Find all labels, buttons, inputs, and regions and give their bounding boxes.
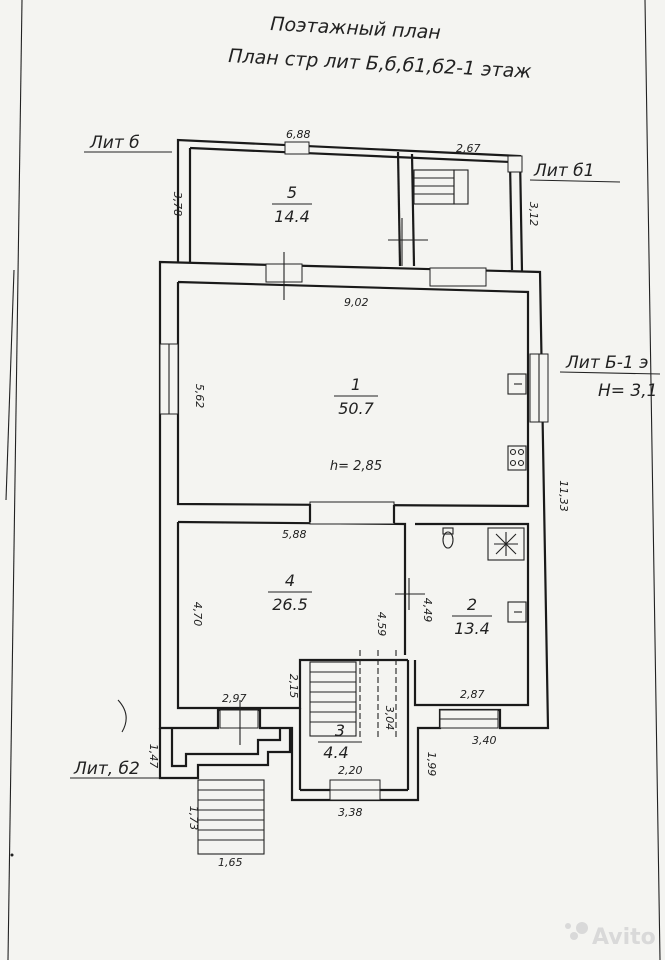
room-2-number: 2 [467,595,477,614]
label-lit-b2: Лит, б2 [73,759,140,779]
label-height: Н= 3,1 [598,381,657,401]
room-1-height: h= 2,85 [330,459,382,474]
dim-902: 9,02 [344,296,369,309]
plan-title-line1: Поэтажный план [270,13,442,44]
dim-297: 2,97 [222,692,247,705]
dim-588: 5,88 [282,528,307,541]
dim-147: 1,47 [147,744,160,769]
dim-267: 2,67 [456,142,481,155]
paper-dot [10,853,14,857]
leader-lit-B1 [559,371,661,375]
room-4-number: 4 [285,571,295,590]
room-3-area: 4.4 [323,743,348,762]
avito-watermark: Avito [565,922,656,950]
room-1-area: 50.7 [338,399,374,418]
stairs-room3 [309,650,397,740]
paper-edge-line [7,0,23,960]
room-2-area: 13.4 [454,619,490,638]
room-5-number: 5 [287,183,297,202]
dim-304: 3,04 [383,706,396,731]
label-lit-B1: Лит Б-1 э [565,353,649,373]
dim-340: 3,40 [472,734,497,747]
dim-1133: 11,33 [557,480,570,512]
dim-287: 2,87 [460,688,485,701]
dim-173: 1,73 [187,806,200,831]
label-lit-b: Лит б [89,133,140,153]
dim-459: 4,59 [375,612,388,637]
dim-562: 5,62 [193,384,206,409]
dim-215: 2,15 [287,674,300,699]
room-2: 2 13.4 [452,595,492,638]
room-3: 3 4.4 [318,721,362,762]
annex-upper [176,138,524,273]
binding-line [5,269,15,501]
dim-338: 3,38 [338,806,363,819]
dimensions: 6,88 2,67 3,78 3,12 9,02 5,62 11,33 5,88… [147,128,570,869]
room-5: 5 14.4 [272,183,312,226]
windows [159,252,549,801]
annex-stairs-b1 [413,169,469,205]
avito-logo-text: Avito [592,925,656,950]
dim-312: 3,12 [527,202,540,227]
dim-688: 6,88 [286,128,311,141]
plan-title-line2: План стр лит Б,б,б1,б2-1 этаж [228,45,532,83]
room-4: 4 26.5 [268,571,312,614]
label-lit-b1: Лит б1 [533,161,594,181]
fixtures [395,373,527,623]
leader-lit-b1 [529,179,621,183]
annex-porch-b2 [117,699,292,855]
room-5-area: 14.4 [274,207,310,226]
right-border-line [644,0,661,960]
dim-199: 1,99 [425,752,438,777]
dim-470: 4,70 [191,602,204,627]
room-4-area: 26.5 [272,595,308,614]
room-1-number: 1 [351,375,361,394]
room-1: 1 50.7 h= 2,85 [330,375,382,474]
main-building-walls [158,260,550,802]
dim-449: 4,49 [421,598,434,623]
dim-165: 1,65 [218,856,243,869]
dim-220: 2,20 [338,764,363,777]
dim-378: 3,78 [171,192,184,217]
room-3-number: 3 [335,721,345,740]
